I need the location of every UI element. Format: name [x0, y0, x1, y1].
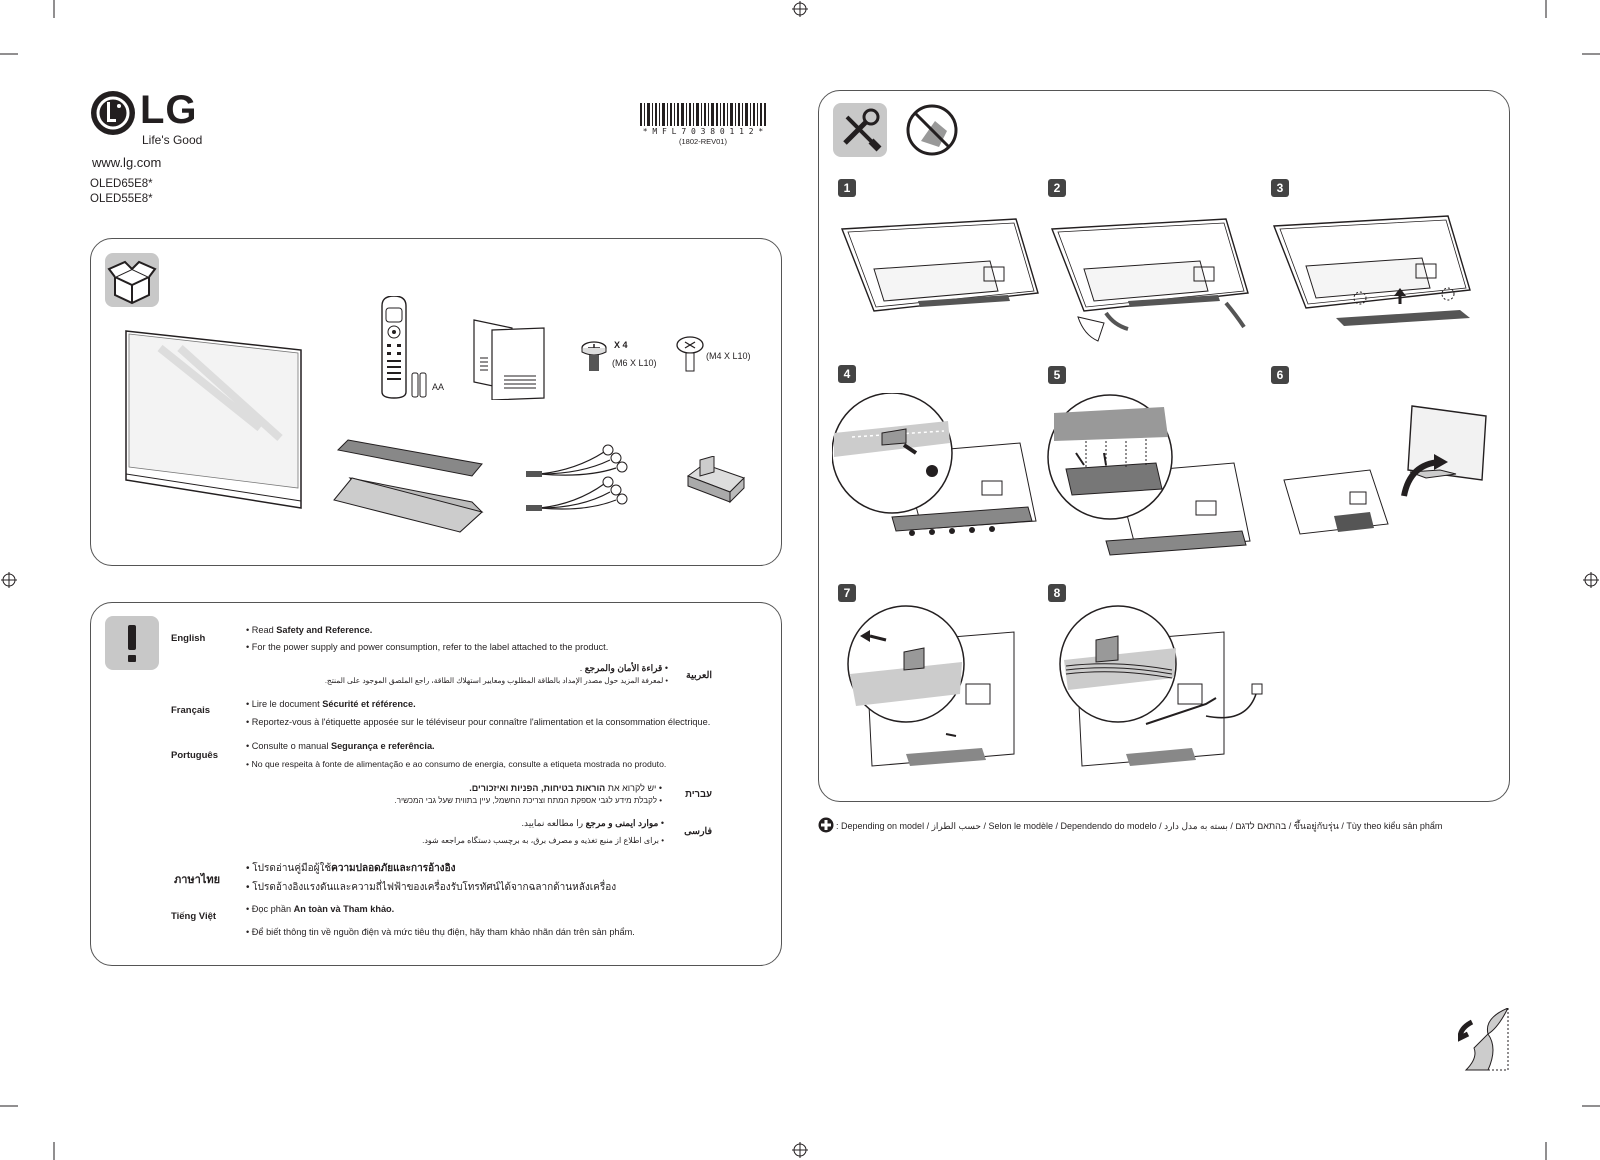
screw-a-spec: (M6 X L10) [612, 358, 657, 368]
barcode-revision: (1802-REV01) [679, 137, 727, 146]
lang-english: English [171, 633, 206, 644]
warning-icon [105, 616, 159, 670]
cables-illustration [526, 444, 628, 511]
cable-holder-illustration [686, 456, 745, 504]
step-5-illustration [1047, 394, 1251, 556]
step-4-number: 4 [838, 365, 856, 383]
step-3-illustration [1272, 215, 1471, 326]
footnote: : Depending on model / حسب الطراز / Selo… [836, 821, 1443, 831]
step-7-number: 7 [838, 584, 856, 602]
step-8-illustration [1059, 605, 1263, 767]
notes-panel [90, 602, 782, 966]
model-1: OLED65E8* [90, 178, 153, 190]
step-2-illustration [1050, 218, 1249, 342]
note-line: • For the power supply and power consump… [246, 642, 609, 652]
step-1-number: 1 [838, 179, 856, 197]
lang-vietnamese: Tiếng Việt [171, 911, 217, 922]
step-2-number: 2 [1048, 179, 1066, 197]
lang-portuguese: Português [171, 750, 218, 761]
note-line: • No que respeita à fonte de alimentação… [246, 759, 667, 769]
screw-b-icon [676, 336, 704, 372]
lang-thai: ภาษาไทย [174, 874, 221, 886]
screw-a-icon [581, 341, 607, 371]
lang-arabic: العربية [686, 670, 712, 681]
step-6-number: 6 [1271, 366, 1289, 384]
remote-illustration [381, 296, 427, 399]
website: www.lg.com [92, 155, 162, 170]
step-1-illustration [840, 218, 1039, 312]
logo-text: LG [140, 88, 198, 132]
note-line: • لمعرفة المزيد حول مصدر الإمداد بالطاقة… [324, 676, 668, 685]
note-line: • โปรดอ่านคู่มือผู้ใช้ความปลอดภัยและการอ… [246, 863, 456, 874]
note-line: • Lire le document Sécurité et référence… [246, 699, 416, 709]
page-turn-icon [1458, 1008, 1509, 1071]
manuals-illustration [473, 319, 545, 400]
screw-b-spec: (M4 X L10) [706, 351, 751, 361]
box-contents-panel [90, 238, 782, 566]
box-icon [105, 253, 159, 307]
screw-quantity: X 4 [614, 340, 628, 350]
step-4-illustration [832, 393, 1037, 536]
note-line: • قراءة الأمان والمرجع . [579, 663, 668, 673]
step-3-number: 3 [1271, 179, 1289, 197]
barcode [640, 103, 766, 126]
note-line: • Consulte o manual Segurança e referênc… [246, 741, 435, 751]
note-line: • Reportez-vous à l'étiquette apposée su… [246, 717, 711, 727]
lang-french: Français [171, 705, 211, 716]
step-8-number: 8 [1048, 584, 1066, 602]
tagline: Life's Good [142, 133, 203, 147]
model-2: OLED55E8* [90, 193, 153, 205]
note-line: • โปรดอ้างอิงแรงดันและความถี่ไฟฟ้าของเคร… [246, 882, 617, 893]
barcode-text: * M F L 7 0 3 8 0 1 1 2 * [642, 127, 764, 136]
tv-illustration [125, 330, 302, 509]
lg-face-icon [91, 91, 135, 135]
step-6-illustration [1283, 405, 1487, 535]
batteries-label: AA [432, 382, 445, 392]
note-line: • Read Safety and Reference. [246, 625, 373, 635]
step-5-number: 5 [1048, 366, 1066, 384]
note-line: • יש לקרוא את הוראות בטיחות, הפניות ואיז… [469, 783, 662, 793]
lang-hebrew: עברית [685, 789, 712, 800]
plus-circle-icon [818, 817, 834, 833]
stand-illustration [333, 439, 484, 533]
note-line: • לקבלת מידע לגבי אספקת המתח וצריכת החשמ… [394, 796, 662, 805]
assembly-panel [818, 90, 1510, 802]
note-line: • Để biết thông tin về nguồn điện và mức… [246, 927, 635, 937]
step-7-illustration [847, 605, 1015, 767]
tools-icon [833, 103, 887, 157]
lg-logo [90, 90, 138, 138]
note-line: • موارد ایمنی و مرجع را مطالعه نمایید. [521, 818, 664, 828]
no-touch-screen-icon [906, 104, 958, 156]
note-line: • Đọc phần An toàn và Tham khảo. [246, 904, 395, 914]
lang-persian: فارسی [684, 826, 712, 837]
note-line: • برای اطلاع از منبع تغذیه و مصرف برق، ب… [422, 836, 664, 845]
